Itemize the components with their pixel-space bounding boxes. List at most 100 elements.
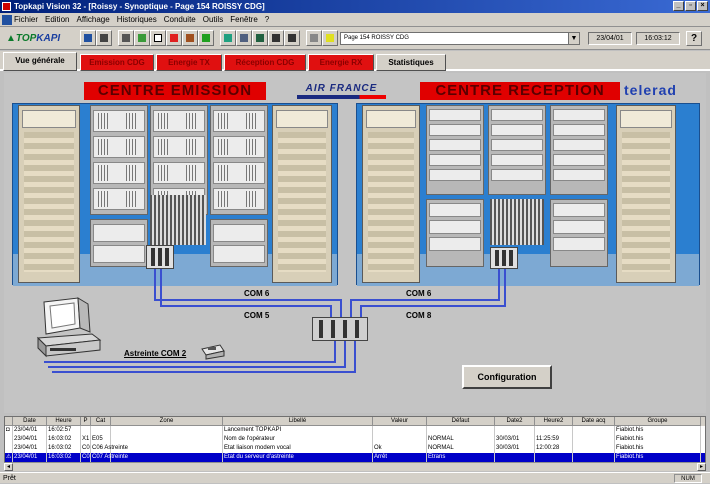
menu-historiques[interactable]: Historiques [116, 15, 157, 24]
toolbar-arrow-button[interactable] [252, 30, 268, 46]
event-log-table[interactable]: Date Heure P Cat Zone Libellé Valeur Déf… [4, 416, 706, 471]
workstation-icon[interactable] [34, 297, 104, 358]
toolbar-up-button[interactable] [268, 30, 284, 46]
col-p[interactable]: P [81, 417, 91, 426]
menu-affichage[interactable]: Affichage [76, 15, 110, 24]
scroll-right-icon[interactable]: ▸ [697, 463, 706, 471]
toolbar-synoptic-button[interactable] [80, 30, 96, 46]
wire-pc-2 [48, 366, 344, 368]
document-icon[interactable] [2, 15, 12, 25]
tab-emission-cdg[interactable]: Emission CDG [80, 54, 154, 71]
wire-com8 [360, 305, 506, 307]
tab-reception-cdg[interactable]: Réception CDG [224, 54, 306, 71]
table-row[interactable]: 23/04/01 16:03:02 C0 C06 Astreinte Etat … [5, 444, 705, 453]
menu-conduite[interactable]: Conduite [163, 15, 196, 24]
horizontal-scrollbar[interactable]: ◂ ▸ [4, 462, 706, 471]
status-text: Prêt [3, 475, 16, 482]
menu-outils[interactable]: Outils [202, 15, 224, 24]
emission-patch-panel[interactable] [150, 195, 206, 245]
synoptic-canvas: CENTRE EMISSION AIR FRANCE CENTRE RECEPT… [4, 73, 706, 413]
tab-strip: Vue générale Emission CDG Energie TX Réc… [0, 51, 710, 71]
centre-reception-banner[interactable]: CENTRE RECEPTION [420, 82, 620, 100]
toolbar-stop-button[interactable] [306, 30, 322, 46]
reception-cabinet-left[interactable] [362, 105, 420, 283]
toolbar-pencil-button[interactable] [198, 30, 214, 46]
wire-com8-drop [360, 305, 362, 319]
reception-rack-3[interactable] [550, 105, 608, 195]
reception-rack-2[interactable] [488, 105, 546, 195]
col-cat[interactable]: Cat [91, 417, 111, 426]
col-defaut[interactable]: Défaut [427, 417, 495, 426]
menu-edition[interactable]: Edition [45, 15, 70, 24]
col-groupe[interactable]: Groupe [615, 417, 701, 426]
emission-rack-3[interactable] [210, 105, 268, 215]
emission-cabinet-right[interactable] [272, 105, 332, 283]
emission-cabinet-left[interactable] [18, 105, 80, 283]
col-libelle[interactable]: Libellé [223, 417, 373, 426]
scroll-left-icon[interactable]: ◂ [4, 463, 13, 471]
window-title: Topkapi Vision 32 - [Roissy - Synoptique… [14, 2, 265, 11]
toolbar-alarm-button[interactable] [166, 30, 182, 46]
emission-rack-4[interactable] [90, 219, 148, 267]
tab-vue-generale[interactable]: Vue générale [3, 52, 77, 71]
toolbar-print-button[interactable] [118, 30, 134, 46]
astreinte-label: Astreinte COM 2 [124, 349, 187, 358]
tab-statistiques[interactable]: Statistiques [376, 54, 446, 71]
modem-icon[interactable] [200, 341, 226, 360]
menu-bar: Fichier Edition Affichage Historiques Co… [0, 13, 710, 27]
col-valeur[interactable]: Valeur [373, 417, 427, 426]
close-button[interactable]: × [697, 1, 708, 11]
reception-rack-5[interactable] [550, 199, 608, 267]
col-date2[interactable]: Date2 [495, 417, 535, 426]
toolbar-chart-button[interactable] [220, 30, 236, 46]
centre-emission-banner[interactable]: CENTRE EMISSION [84, 82, 266, 100]
wire-emission-down-2 [160, 269, 162, 305]
central-mux[interactable] [312, 317, 368, 341]
page-select[interactable]: Page 154 ROISSY CDG▼ [340, 32, 580, 45]
col-date[interactable]: Date [13, 417, 47, 426]
reception-switch[interactable] [490, 247, 518, 269]
title-bar: Topkapi Vision 32 - [Roissy - Synoptique… [0, 0, 710, 13]
table-header: Date Heure P Cat Zone Libellé Valeur Déf… [5, 417, 705, 426]
tab-energie-rx[interactable]: Energie RX [308, 54, 374, 71]
tab-energie-tx[interactable]: Energie TX [156, 54, 222, 71]
wire-reception-down-2 [504, 269, 506, 305]
toolbar-back-button[interactable] [96, 30, 112, 46]
menu-fichier[interactable]: Fichier [14, 15, 39, 24]
toolbar-grid-button[interactable] [236, 30, 252, 46]
num-lock-indicator: NUM [674, 474, 702, 483]
emission-switch[interactable] [146, 245, 174, 269]
emission-rack-1[interactable] [90, 105, 148, 215]
menu-help[interactable]: ? [264, 15, 270, 24]
toolbar-view-button[interactable] [134, 30, 150, 46]
toolbar-page-icon[interactable] [322, 30, 338, 46]
maximize-button[interactable]: ▫ [685, 1, 696, 11]
configuration-button[interactable]: Configuration [462, 365, 552, 389]
toolbar-down-button[interactable] [284, 30, 300, 46]
time-display: 16:03:12 [636, 32, 680, 45]
date-display: 23/04/01 [588, 32, 632, 45]
table-row-selected[interactable]: ⚠ 23/04/01 16:03:02 C0 C07 Astreinte Eta… [5, 453, 705, 462]
reception-cabinet-right[interactable] [616, 105, 676, 283]
menu-fenetre[interactable]: Fenêtre [230, 15, 258, 24]
toolbar-edit-button[interactable] [182, 30, 198, 46]
col-heure[interactable]: Heure [47, 417, 81, 426]
reception-rack-1[interactable] [426, 105, 484, 195]
minimize-button[interactable]: _ [673, 1, 684, 11]
warning-icon: ⚠ [6, 453, 13, 462]
table-row[interactable]: ◘ 23/04/01 16:02:57 Lancement TOPKAPI Fi… [5, 426, 705, 435]
wire-emission-down [154, 269, 156, 299]
toolbar-window-button[interactable] [150, 30, 166, 46]
telerad-logo: telerad [624, 82, 677, 98]
emission-rack-5[interactable] [210, 219, 268, 267]
table-row[interactable]: 23/04/01 16:03:02 X1 E05 Nom de l'opérat… [5, 435, 705, 444]
reception-rack-4[interactable] [426, 199, 484, 267]
app-icon[interactable] [2, 2, 11, 11]
help-button[interactable]: ? [686, 31, 702, 46]
col-zone[interactable]: Zone [111, 417, 223, 426]
com8-label: COM 8 [406, 311, 432, 320]
chevron-down-icon[interactable]: ▼ [568, 33, 579, 44]
col-date-acq[interactable]: Date acq [573, 417, 615, 426]
col-heure2[interactable]: Heure2 [535, 417, 573, 426]
reception-patch-panel[interactable] [490, 199, 544, 245]
